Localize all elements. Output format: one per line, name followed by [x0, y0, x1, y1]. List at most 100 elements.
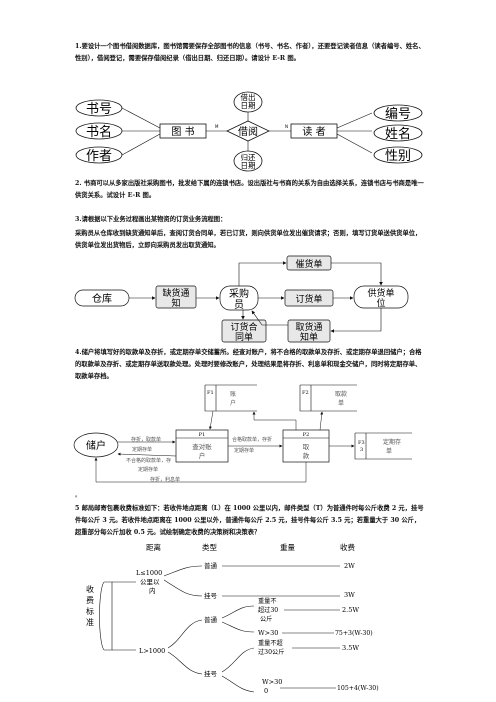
attr-book-id: 书号	[86, 102, 112, 117]
q3-text2: 采购员从仓库收到缺货通知单后，查阅订货合同单，若已订货，则向供货单位发出催货请求…	[75, 230, 422, 249]
svg-text:同单: 同单	[235, 331, 253, 343]
q3-text: 3.请根据以下业务过程画出某物资的订货业务流程图：	[75, 216, 227, 223]
entity-reader-label: 读 者	[302, 125, 325, 138]
label-n: N	[285, 124, 288, 129]
svg-text:公里以: 公里以	[140, 578, 160, 586]
attr-reader-gender: 性别	[385, 149, 411, 164]
root-label: 收 费 标 准	[86, 584, 94, 627]
node-contract	[221, 319, 267, 343]
node-order-label: 订货单	[295, 293, 322, 305]
svg-text:知单: 知单	[300, 331, 318, 343]
flow-diagram: 催货单 仓库 缺货通 知 采购 员 订货单 供货单 位 订货合 同单 取货通 知…	[74, 255, 409, 343]
flow-in1: 存折，取款单	[131, 436, 161, 443]
q1-text: 1.要设计一个图书借阅数据库，图书馆需要保存全部图书的信息（书号、书名、作者），…	[75, 43, 425, 62]
svg-text:费: 费	[86, 595, 94, 605]
fee-5: 3.5W	[342, 644, 359, 652]
er-diagram: 书号 书名 作者 图 书 M 借阅 借出 日期 归还 日期 N 读 者	[75, 91, 423, 172]
flow-out: 存折，利息单	[150, 476, 180, 483]
svg-text:供货单: 供货单	[367, 287, 394, 299]
node-urge-label: 催货单	[295, 258, 322, 270]
f1-id: F1	[207, 390, 214, 396]
svg-text:取货通: 取货通	[295, 321, 322, 333]
dot: 。	[75, 492, 81, 499]
l2-label: L>1000	[139, 647, 165, 655]
svg-text:取: 取	[303, 443, 310, 451]
l2-reg: 挂号	[204, 669, 218, 678]
svg-text:单: 单	[386, 447, 392, 455]
attr-oval-reader-id	[373, 104, 423, 122]
hdr-type: 类型	[202, 542, 217, 552]
f2-id: F2	[302, 390, 309, 396]
svg-text:知: 知	[171, 297, 180, 309]
relation-label: 借阅	[238, 125, 258, 138]
flow-reject2: 定期存单	[138, 466, 158, 473]
svg-text:定期存: 定期存	[383, 438, 401, 446]
svg-text:员: 员	[234, 299, 244, 311]
svg-text:账: 账	[230, 390, 236, 398]
l1-reg: 挂号	[204, 591, 218, 600]
svg-text:位: 位	[376, 297, 385, 309]
svg-text:重量不: 重量不	[258, 597, 277, 605]
entity-book-label: 图 书	[171, 126, 194, 138]
flow-ok2: 定期存单	[234, 447, 254, 454]
svg-text:借出: 借出	[241, 92, 256, 102]
svg-text:3: 3	[360, 447, 363, 453]
svg-text:缺货通: 缺货通	[162, 287, 189, 299]
svg-text:准: 准	[86, 617, 94, 627]
svg-text:L≤1000: L≤1000	[136, 569, 162, 577]
svg-text:标: 标	[86, 606, 94, 616]
svg-text:采购: 采购	[229, 287, 249, 300]
node-warehouse-label: 仓库	[92, 292, 112, 305]
f3-id: F3	[358, 440, 365, 446]
p1-id: P1	[199, 432, 206, 438]
svg-text:过30公斤: 过30公斤	[258, 648, 284, 656]
flow-reject1: 不合格的取款单，存	[126, 457, 171, 464]
svg-text:款: 款	[303, 451, 310, 460]
q4-text: 4.储户将填写好的取款单及存折，或定期存单交储蓄所。经查对账户，将不合格的取款单…	[75, 349, 422, 380]
store-f1	[204, 385, 257, 412]
l1-normal: 普通	[204, 561, 218, 570]
p2-id: P2	[303, 432, 310, 438]
svg-text:户: 户	[230, 399, 236, 407]
dfd-diagram: F1 账 户 F2 取款 单 储户 P1 查对账 户 P2 取 款 F3 3 定…	[73, 384, 412, 499]
svg-text:0: 0	[264, 687, 268, 695]
w4-label: W>30	[262, 678, 282, 686]
attr-oval-reader-name	[373, 124, 423, 142]
svg-text:订货合: 订货合	[230, 321, 257, 333]
node-shortage	[155, 285, 197, 309]
attr-book-author: 作者	[86, 149, 112, 164]
l2-normal: 普通	[204, 615, 218, 624]
attr-reader-id: 编号	[385, 107, 411, 122]
svg-text:户: 户	[199, 451, 206, 460]
svg-text:查对账: 查对账	[192, 442, 212, 451]
node-pickup	[287, 319, 331, 343]
fee-1: 2W	[344, 562, 355, 570]
q2-text: 2. 书商可以从多家出版社采购图书，批发给下属的连锁书店。设出版社与书商的关系为…	[75, 180, 424, 199]
fee-6: 105+4(W-30)	[337, 685, 379, 692]
store-f3	[354, 433, 412, 460]
flow-in2: 定期存单	[132, 446, 152, 453]
hdr-weight: 重量	[280, 543, 295, 552]
fee-4: 75+3(W-30)	[335, 630, 373, 637]
decision-tree: 距离 类型 重量 收费 收 费 标 准 L≤1000 公里以 内 普通 挂号 2…	[86, 542, 379, 695]
attr-reader-name: 姓名	[385, 126, 411, 142]
node-customer	[73, 432, 119, 458]
store-f2	[299, 385, 357, 412]
q5-text: 5 邮局邮寄包裹收费标准如下：若收件地点距离（L）在 1000 公里以内，邮件类…	[75, 505, 424, 536]
svg-text:内: 内	[149, 586, 156, 595]
svg-text:重量不超: 重量不超	[258, 639, 283, 647]
hdr-fee: 收费	[340, 542, 355, 552]
attr-book-name: 书名	[86, 124, 112, 140]
svg-text:超过30: 超过30	[258, 606, 278, 614]
label-m: M	[215, 124, 219, 129]
hdr-distance: 距离	[146, 542, 161, 552]
svg-text:归还: 归还	[241, 152, 256, 162]
svg-text:日期: 日期	[241, 161, 256, 170]
w2-label: W>30	[258, 629, 278, 637]
attr-oval-reader-gender	[373, 146, 423, 164]
svg-text:单: 单	[338, 399, 344, 407]
svg-text:取款: 取款	[335, 390, 347, 398]
svg-text:日期: 日期	[241, 101, 256, 110]
fee-2: 3W	[344, 591, 355, 599]
